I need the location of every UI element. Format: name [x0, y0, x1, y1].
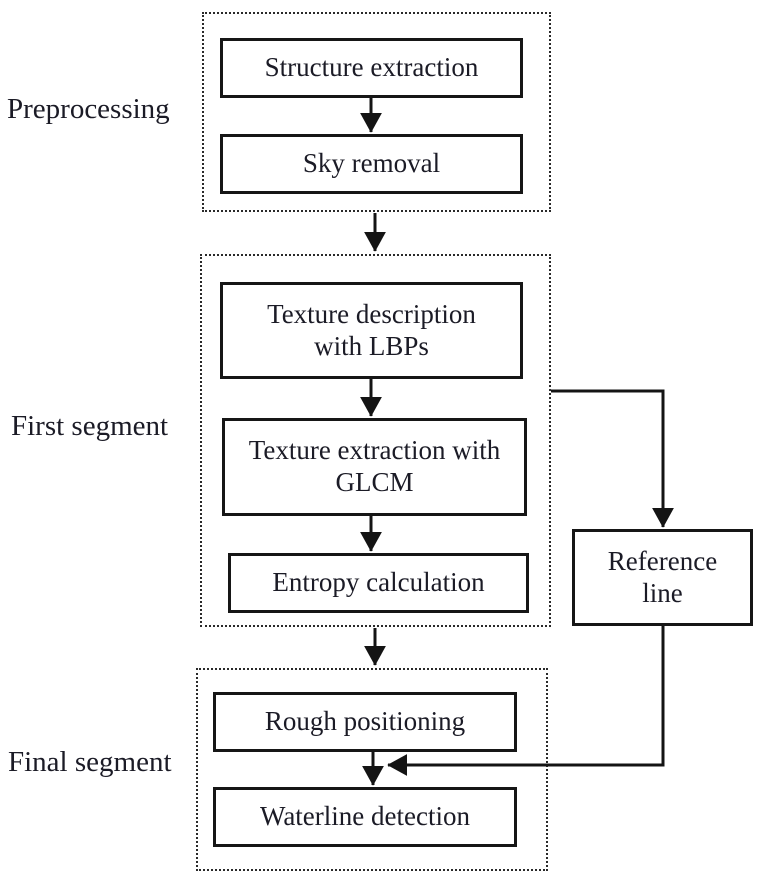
node-structure-extraction: Structure extraction	[220, 38, 523, 98]
group-first-segment-border	[200, 254, 551, 627]
group-final-segment-border	[196, 668, 548, 871]
node-reference-line: Reference line	[572, 529, 753, 626]
node-texture-description: Texture description with LBPs	[220, 282, 523, 379]
node-label: Waterline detection	[260, 801, 470, 832]
group-label-preprocessing: Preprocessing	[7, 93, 170, 125]
node-waterline-detection: Waterline detection	[213, 787, 517, 847]
arrow-reference-to-merge	[387, 626, 665, 776]
node-rough-positioning: Rough positioning	[213, 692, 517, 752]
node-texture-extraction: Texture extraction with GLCM	[222, 418, 527, 516]
group-preprocessing-border	[202, 12, 551, 212]
node-label: Structure extraction	[264, 52, 479, 83]
arrow-firstsegment-to-reference	[551, 389, 674, 528]
node-sky-removal: Sky removal	[220, 134, 523, 194]
node-label: Rough positioning	[264, 706, 466, 737]
node-label: Entropy calculation	[272, 567, 485, 598]
node-label: Texture extraction with GLCM	[248, 435, 501, 497]
node-label: Texture description with LBPs	[267, 298, 476, 361]
node-entropy-calculation: Entropy calculation	[228, 553, 529, 613]
node-label: Sky removal	[302, 148, 441, 179]
group-label-first-segment: First segment	[11, 410, 169, 442]
group-label-final-segment: Final segment	[8, 746, 172, 778]
node-label: Reference line	[607, 545, 718, 608]
